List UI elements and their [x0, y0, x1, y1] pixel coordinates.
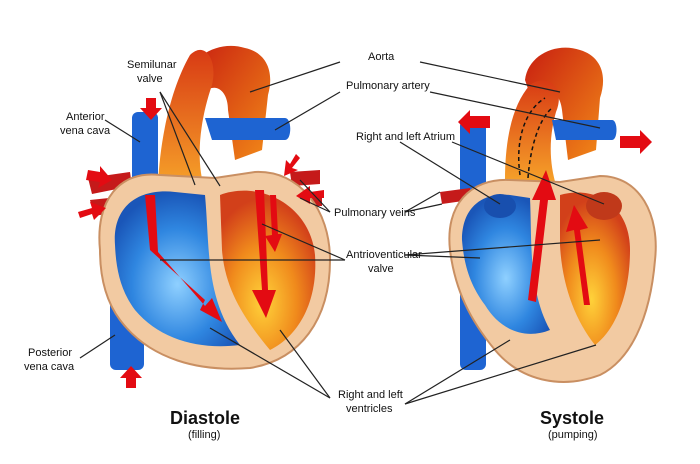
label-pulmonary-veins: Pulmonary veins: [334, 207, 416, 219]
pulmonary-flow-dashes: [518, 97, 553, 179]
labels: Aorta Pulmonary artery Semilunar valve A…: [24, 51, 604, 441]
leader-lines: [79, 61, 605, 405]
pulmonary-branch: [205, 118, 291, 140]
inflow-arrow-top: [140, 98, 162, 120]
flow-arrow-up-left-systole: [566, 205, 590, 305]
left-chambers-diastole: [220, 190, 316, 350]
label-posterior-2: vena cava: [24, 361, 75, 373]
label-av-valve-2: valve: [368, 263, 394, 275]
diastole-heart: [78, 45, 332, 388]
systole-heart: [440, 47, 657, 383]
inflow-arrow-left2: [78, 202, 106, 220]
label-ventricles-2: ventricles: [346, 403, 393, 415]
label-posterior-1: Posterior: [28, 347, 72, 359]
pulmonary-branch-systole: [552, 120, 617, 140]
subtitle-diastole: (filling): [188, 429, 220, 441]
label-aorta: Aorta: [368, 51, 395, 63]
label-pulmonary-artery: Pulmonary artery: [346, 80, 430, 92]
title-systole: Systole: [540, 408, 604, 428]
outflow-arrow-aorta: [620, 130, 652, 154]
right-chambers-systole: [462, 194, 550, 334]
pulmonary-artery-systole: [505, 80, 559, 185]
label-semilunar-1: Semilunar: [127, 59, 177, 71]
label-anterior-1: Anterior: [66, 111, 105, 123]
right-atrium-systole: [484, 194, 516, 218]
inflow-arrow-right1: [284, 154, 300, 176]
inflow-arrow-left1: [86, 166, 112, 188]
label-anterior-2: vena cava: [60, 125, 111, 137]
flow-arrow-left-diastole: [252, 190, 276, 318]
inflow-arrow-bottom: [120, 366, 142, 388]
flow-arrow-right-diastole: [145, 195, 222, 322]
label-av-valve-1: Antrioventicular: [346, 249, 422, 261]
outflow-arrow-pulmonary: [458, 110, 490, 134]
flow-arrow-left2-diastole: [265, 195, 282, 252]
label-atrium: Right and left Atrium: [356, 131, 455, 143]
label-ventricles-1: Right and left: [338, 389, 403, 401]
label-semilunar-2: valve: [137, 73, 163, 85]
left-atrium-systole: [586, 192, 622, 220]
flow-arrow-up-right-systole: [528, 170, 556, 302]
title-diastole: Diastole: [170, 408, 240, 428]
subtitle-systole: (pumping): [548, 429, 598, 441]
